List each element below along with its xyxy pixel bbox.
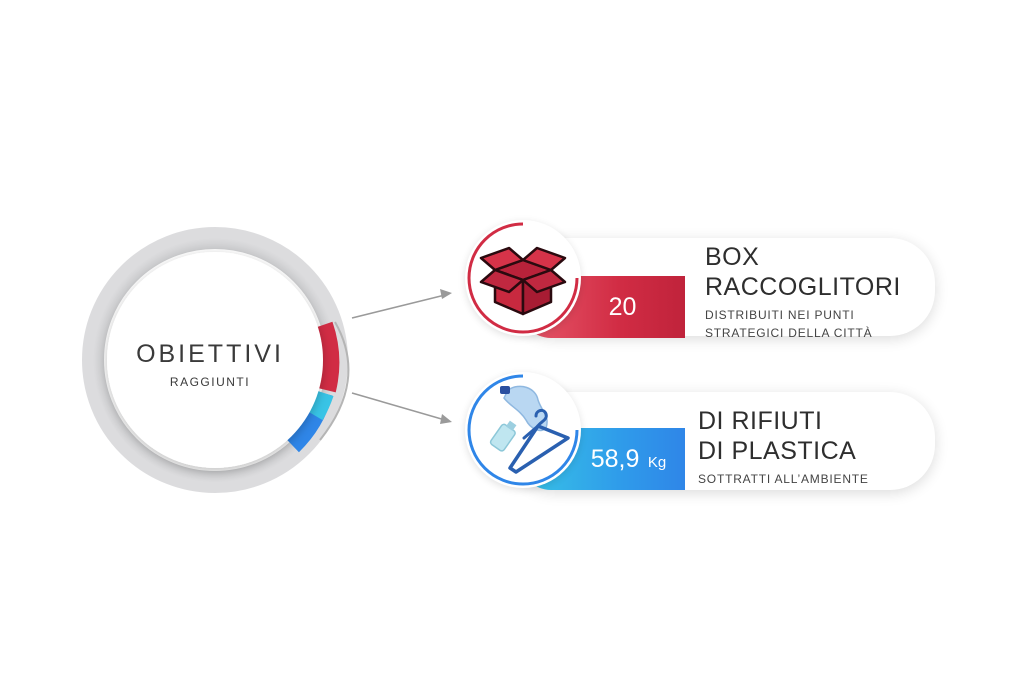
card1-title-line2: RACCOGLITORI <box>705 273 901 301</box>
arrow-line-bottom <box>351 392 446 421</box>
card2-title-line2: DI PLASTICA <box>698 437 857 465</box>
plastic-waste-icon <box>489 385 570 474</box>
card1-text: BOX RACCOGLITORI DISTRIBUITI NEI PUNTI S… <box>705 242 930 342</box>
center-title: OBIETTIVI <box>136 340 284 368</box>
icon-ring-red <box>467 222 579 334</box>
icon-ring-blue <box>467 374 579 486</box>
arrow-head-bottom <box>440 414 452 424</box>
ring-segment-red <box>313 321 340 393</box>
card1-desc-line2: STRATEGICI DELLA CITTÀ <box>705 326 873 340</box>
card2-text: DI RIFIUTI DI PLASTICA SOTTRATTI ALL’AMB… <box>698 406 928 488</box>
card2-title-line1: DI RIFIUTI <box>698 407 823 435</box>
value-box-count: 20 <box>608 292 637 321</box>
card1-desc-line1: DISTRIBUITI NEI PUNTI <box>705 308 855 322</box>
card1-title-line1: BOX <box>705 243 760 271</box>
arrow-line-top <box>351 294 446 319</box>
box-icon <box>479 246 567 316</box>
value-plastic-kg: 58,9 <box>590 444 640 473</box>
center-label: OBIETTIVI RAGGIUNTI <box>110 340 310 389</box>
card2-desc-line1: SOTTRATTI ALL’AMBIENTE <box>698 472 869 486</box>
value-unit: Kg <box>647 453 667 471</box>
ring-inner-disc <box>107 252 323 468</box>
center-subtitle: RAGGIUNTI <box>169 375 251 389</box>
arrow-head-top <box>440 289 452 299</box>
